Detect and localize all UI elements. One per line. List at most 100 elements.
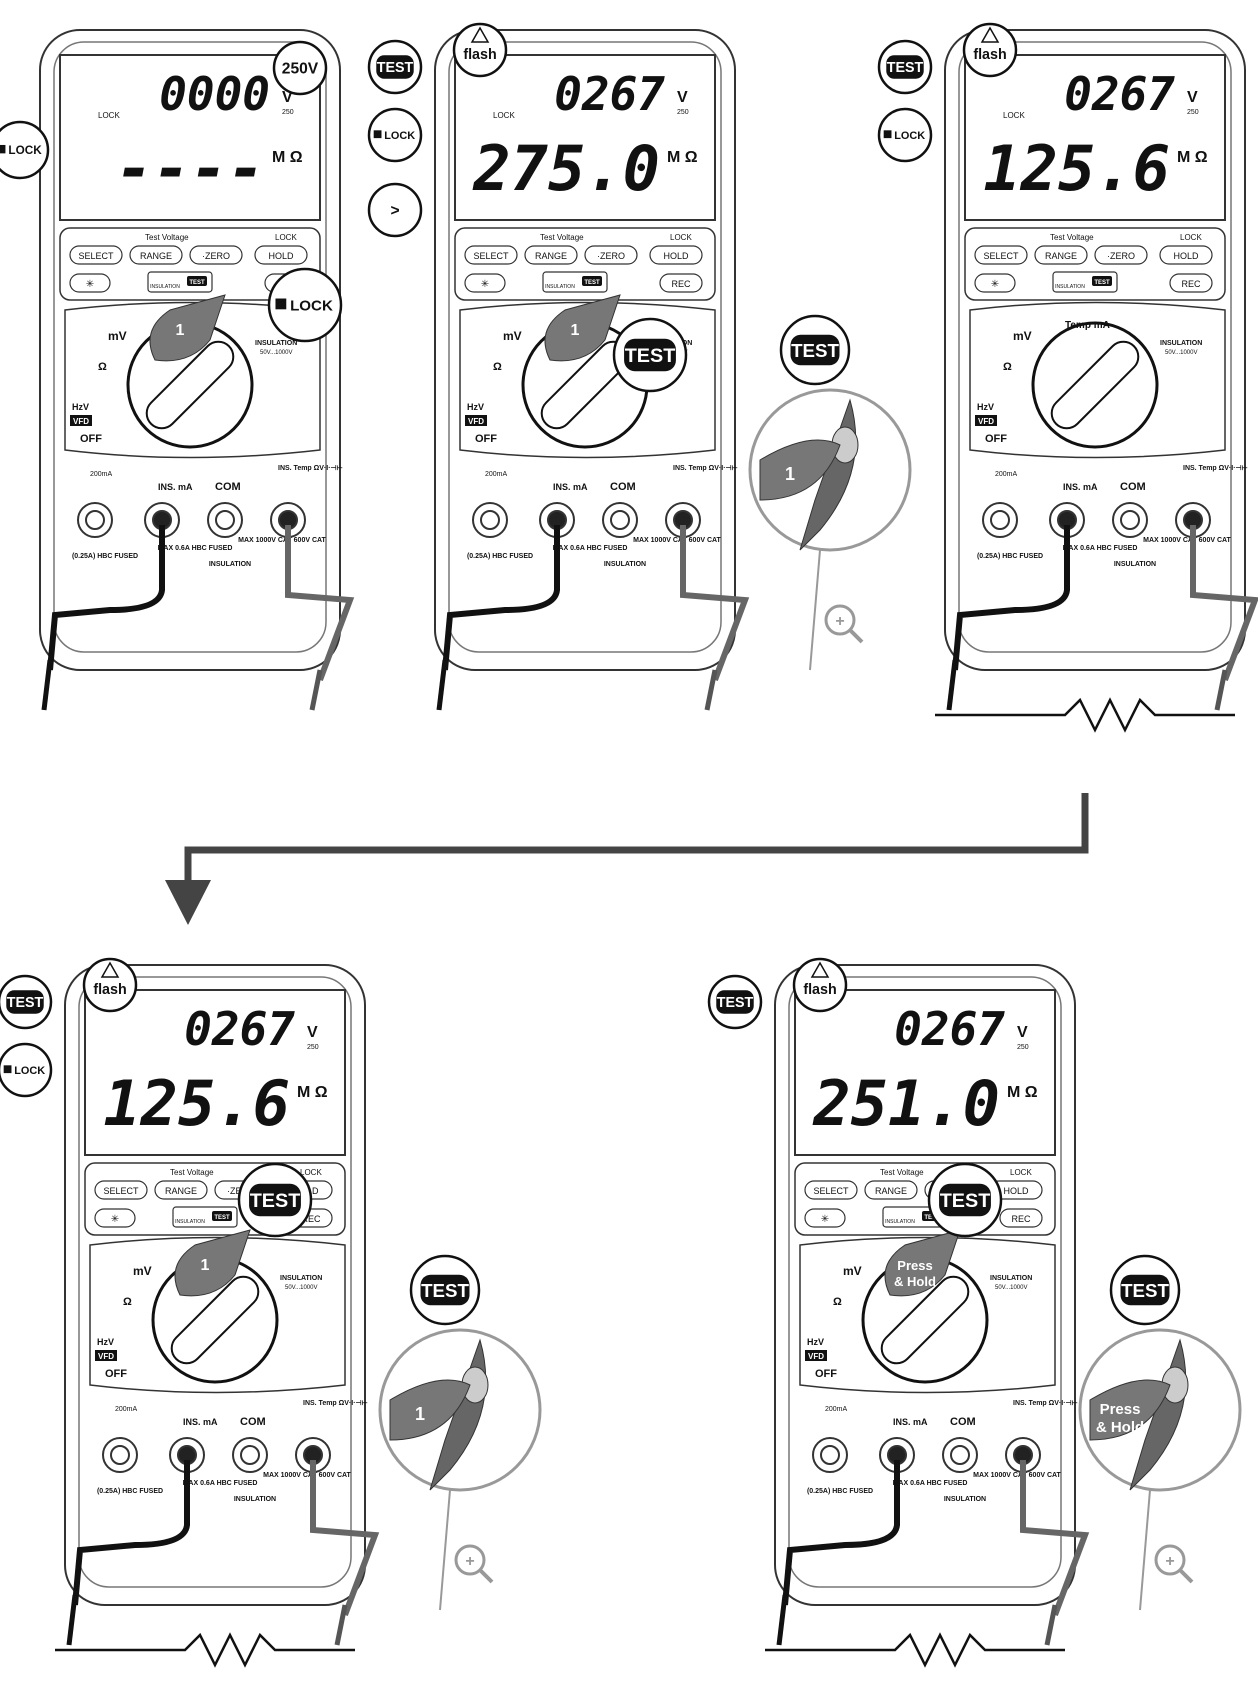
button-hold[interactable]: HOLD [1160,246,1212,264]
jack-label-com: COM [240,1416,266,1428]
test-key-label: TEST [1094,280,1110,286]
lcd-second-readout: 125.6 [103,1067,290,1140]
jack-label-200ma: 200mA [825,1406,848,1413]
button-range[interactable]: RANGE [525,246,577,264]
input-jack-1[interactable] [103,1438,137,1472]
dial-label-mv: mV [108,329,127,343]
callout-250v: 250V [274,42,326,94]
backlight-button[interactable]: ✳ [465,274,505,292]
fuse-label-06a: MAX 0.6A HBC FUSED [1063,545,1138,552]
button-select[interactable]: SELECT [70,246,122,264]
button-zero[interactable]: ·ZERO [585,246,637,264]
dial-label-insulation: INSULATION [280,1275,322,1282]
jack-label-ins-temp: INS. Temp ΩV·Ι·⊣⊢ [303,1399,368,1407]
meter-panel-step4: 0267V250125.6M ΩTest VoltageLOCKSELECTRA… [0,959,375,1665]
insulation-bracket-label: INSULATION [604,561,646,568]
button-hold[interactable]: HOLD [650,246,702,264]
fuse-label-025a: (0.25A) HBC FUSED [977,553,1043,560]
button-range[interactable]: RANGE [130,246,182,264]
finger-label: 1 [571,322,580,339]
backlight-button[interactable]: ✳ [70,274,110,292]
fuse-label-cat: MAX 1000V CAT 600V CAT [973,1472,1061,1479]
button-range[interactable]: RANGE [155,1181,207,1199]
callout-lock-indicator: LOCK [879,109,931,161]
input-jack-1[interactable] [473,503,507,537]
dial-label-ohm: Ω [123,1296,132,1308]
button-label: RANGE [535,251,567,261]
callout-test-indicator: TEST [709,976,761,1028]
button-label: RANGE [1045,251,1077,261]
backlight-button[interactable]: ✳ [95,1209,135,1227]
input-jack-3[interactable] [603,503,637,537]
callout-label: LOCK [894,130,925,142]
backlight-button[interactable]: ✳ [805,1209,845,1227]
lock-label: LOCK [1180,233,1202,242]
jack-label-ins-ma: INS. mA [183,1417,218,1427]
callout-label: flash [93,982,126,998]
input-jack-1[interactable] [78,503,112,537]
probe-finger-label: Press [1100,1401,1141,1418]
fuse-label-025a: (0.25A) HBC FUSED [97,1488,163,1495]
button-select[interactable]: SELECT [975,246,1027,264]
jack-label-ins-temp: INS. Temp ΩV·Ι·⊣⊢ [673,464,738,472]
red-probe-tip [1217,670,1225,710]
fuse-label-06a: MAX 0.6A HBC FUSED [158,545,233,552]
jack-label-ins-temp: INS. Temp ΩV·Ι·⊣⊢ [1183,464,1248,472]
rec-button[interactable]: REC [660,274,702,292]
callout-greater-than: > [369,184,421,236]
button-label: ·ZERO [597,251,625,261]
input-jack-3[interactable] [943,1438,977,1472]
zoom-guide-line [810,550,820,670]
dial-label-ohm: Ω [493,361,502,373]
button-range[interactable]: RANGE [1035,246,1087,264]
jack-label-com: COM [610,481,636,493]
rotary-dial[interactable] [1033,323,1157,447]
callout-label: TEST [625,345,676,367]
rec-button[interactable]: REC [1170,274,1212,292]
jack-label-ins-ma: INS. mA [1063,482,1098,492]
dial-label-off: OFF [475,433,497,445]
dial-label-range: 50V...1000V [285,1285,317,1291]
callout-flash-indicator: flash [964,24,1016,76]
callout-label: TEST [791,340,839,361]
meter-panel-step1: 0000V250----M ΩLOCKTest VoltageLOCKSELEC… [0,30,350,710]
input-jack-3[interactable] [1113,503,1147,537]
finger-label: 1 [201,1257,210,1274]
lcd-second-readout: ---- [116,132,265,205]
input-jack-3[interactable] [233,1438,267,1472]
backlight-button[interactable]: ✳ [975,274,1015,292]
button-zero[interactable]: ·ZERO [1095,246,1147,264]
button-label: ·ZERO [1107,251,1135,261]
jack-label-ins-temp: INS. Temp ΩV·Ι·⊣⊢ [278,464,343,472]
svg-text:+: + [835,613,844,630]
meter-panel-step5: 0267V250251.0M ΩTest VoltageLOCKSELECTRA… [709,959,1085,1665]
input-jack-3[interactable] [208,503,242,537]
fuse-label-cat: MAX 1000V CAT 600V CAT [1143,537,1231,544]
button-label: HOLD [1173,251,1199,261]
button-hold[interactable]: HOLD [255,246,307,264]
callout-test-button: TEST [614,319,686,391]
dial-label-insulation: INSULATION [1160,340,1202,347]
fuse-label-025a: (0.25A) HBC FUSED [72,553,138,560]
fuse-label-cat: MAX 1000V CAT 600V CAT [263,1472,351,1479]
callout-label: TEST [940,1190,991,1212]
button-select[interactable]: SELECT [95,1181,147,1199]
button-range[interactable]: RANGE [865,1181,917,1199]
rec-button[interactable]: REC [1000,1209,1042,1227]
lcd-second-readout: 275.0 [472,132,660,205]
input-jack-1[interactable] [983,503,1017,537]
fuse-label-06a: MAX 0.6A HBC FUSED [893,1480,968,1487]
button-select[interactable]: SELECT [805,1181,857,1199]
input-jack-1[interactable] [813,1438,847,1472]
button-zero[interactable]: ·ZERO [190,246,242,264]
black-probe-tip [69,1595,75,1645]
button-select[interactable]: SELECT [465,246,517,264]
callout-test-button: TEST [929,1164,1001,1236]
probe-zoom-step4: 1TEST+ [380,1256,540,1610]
callout-test-indicator: TEST [369,41,421,93]
flow-arrow [165,793,1085,925]
